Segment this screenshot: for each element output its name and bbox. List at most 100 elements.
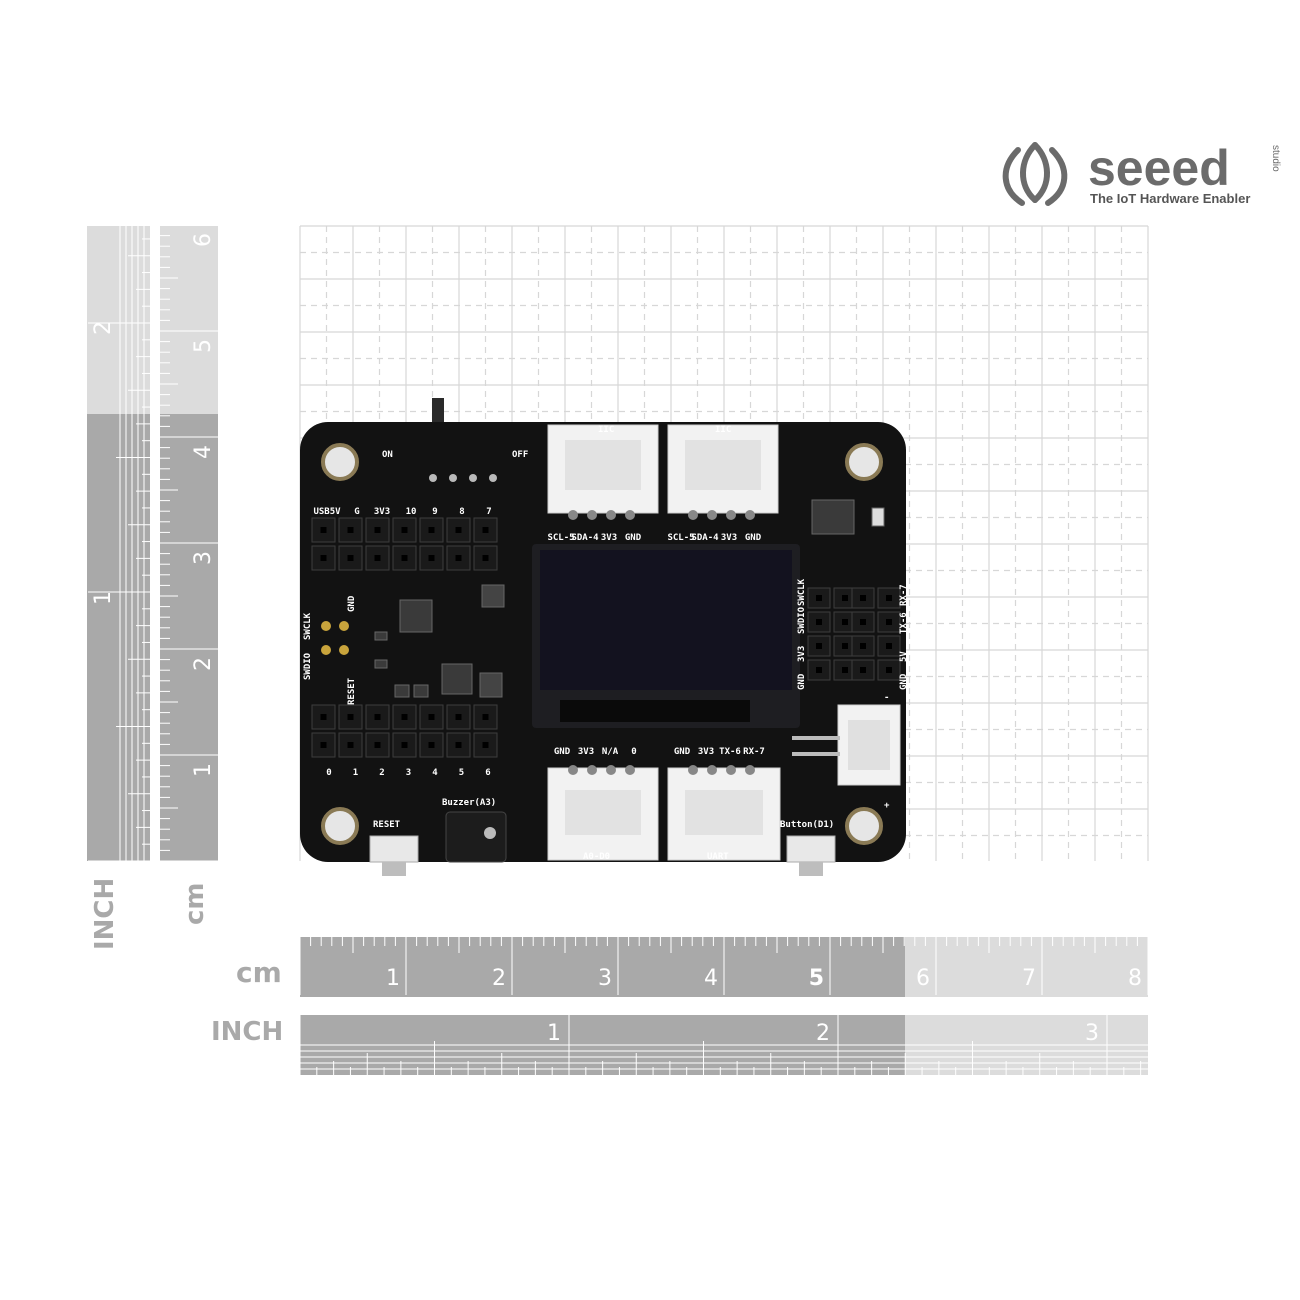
- bottom-header-label: 0: [326, 768, 331, 778]
- iic-pin-label: SCL-5: [547, 533, 574, 543]
- a0-label: A0-D0: [583, 852, 610, 862]
- socket-hole: [347, 555, 354, 561]
- user-button-label: Button(D1): [780, 820, 834, 830]
- iic-pin-label: GND: [745, 533, 762, 543]
- smd-components: [374, 499, 885, 698]
- iic-pin-label: SDA-4: [691, 533, 719, 543]
- socket-hole: [886, 619, 892, 625]
- right-header2-label: GND: [899, 673, 909, 690]
- iic-right-label: IIC: [715, 425, 731, 435]
- socket-hole: [455, 527, 462, 533]
- socket-hole: [374, 742, 381, 748]
- socket-hole: [816, 643, 822, 649]
- cm-number: 7: [1022, 966, 1036, 991]
- logo-brand: seeed: [1088, 140, 1230, 196]
- bottom-pin-header[interactable]: [311, 704, 498, 758]
- socket-hole: [482, 714, 489, 720]
- socket-hole: [455, 742, 462, 748]
- vcm-number: 6: [191, 233, 216, 247]
- socket-hole: [816, 595, 822, 601]
- cm-number: 8: [1128, 966, 1142, 991]
- socket-hole: [347, 742, 354, 748]
- buzzer: [445, 811, 507, 863]
- bottom-header-label: 4: [432, 768, 438, 778]
- vcm-number: 5: [191, 339, 216, 353]
- inch-number: 2: [816, 1021, 830, 1046]
- grove-a0-connector[interactable]: [547, 765, 659, 861]
- inch-number: 3: [1085, 1021, 1099, 1046]
- right-header2-label: TX-6: [899, 612, 909, 634]
- right-header-label: GND: [797, 673, 807, 690]
- reset-button[interactable]: [369, 835, 419, 876]
- vertical-inch-units: INCH: [90, 878, 120, 950]
- socket-hole: [428, 555, 435, 561]
- iic-pin-label: 3V3: [721, 533, 737, 543]
- swclk-label: SWCLK: [303, 612, 313, 640]
- top-header-label: 3V3: [374, 507, 390, 517]
- socket-hole: [347, 714, 354, 720]
- gnd-pad-label: GND: [347, 595, 357, 612]
- vinch-number-1: 1: [91, 591, 116, 605]
- battery-minus-label: -: [884, 693, 889, 703]
- horizontal-cm-units: cm: [236, 956, 282, 989]
- right-header2-label: 5V: [899, 651, 909, 662]
- top-pin-header[interactable]: [311, 517, 498, 571]
- right-pin-header[interactable]: [807, 587, 901, 681]
- swdio-label: SWDIO: [303, 652, 313, 680]
- iic-pin-label: GND: [625, 533, 642, 543]
- socket-hole: [455, 714, 462, 720]
- grove-iic-right-connector[interactable]: [667, 424, 779, 520]
- socket-hole: [482, 527, 489, 533]
- grove-iic-left-connector[interactable]: [547, 424, 659, 520]
- cm-number: 4: [704, 966, 718, 991]
- socket-hole: [860, 643, 866, 649]
- socket-hole: [860, 667, 866, 673]
- vcm-number: 3: [191, 551, 216, 565]
- socket-hole: [401, 555, 408, 561]
- iic-left-label: IIC: [598, 425, 614, 435]
- socket-hole: [374, 555, 381, 561]
- socket-hole: [401, 714, 408, 720]
- socket-hole: [886, 595, 892, 601]
- uart-label: UART: [707, 852, 729, 862]
- battery-connector[interactable]: [792, 704, 901, 786]
- grove-uart-connector[interactable]: [667, 765, 781, 861]
- right-header-label: SWCLK: [797, 578, 807, 606]
- socket-hole: [860, 619, 866, 625]
- vcm-number: 4: [191, 445, 216, 459]
- uart-pin-label: GND: [674, 747, 691, 757]
- seeed-logo: seeed studio The IoT Hardware Enabler: [1002, 140, 1281, 206]
- uart-pin-label: TX-6: [719, 747, 741, 757]
- user-button[interactable]: [786, 835, 836, 876]
- a0-pin-label: N/A: [602, 747, 619, 757]
- socket-hole: [374, 714, 381, 720]
- bottom-header-label: 1: [353, 768, 358, 778]
- uart-pin-label: 3V3: [698, 747, 714, 757]
- socket-hole: [320, 555, 327, 561]
- socket-hole: [842, 619, 848, 625]
- reset-pad-label: RESET: [347, 677, 357, 705]
- cm-number: 3: [598, 966, 612, 991]
- mounting-hole: [321, 443, 883, 845]
- reset-button-label: RESET: [373, 820, 401, 830]
- logo-small: studio: [1270, 145, 1281, 172]
- socket-hole: [455, 555, 462, 561]
- vinch-number-2: 2: [91, 321, 116, 335]
- vertical-cm-units: cm: [180, 882, 210, 925]
- socket-hole: [428, 742, 435, 748]
- cm-number: 2: [492, 966, 506, 991]
- cm-number: 5: [809, 966, 824, 991]
- top-header-label: 10: [406, 507, 417, 517]
- socket-hole: [482, 742, 489, 748]
- oled-display: [532, 544, 800, 728]
- socket-hole: [842, 643, 848, 649]
- socket-hole: [816, 667, 822, 673]
- vcm-number: 1: [191, 763, 216, 777]
- socket-hole: [886, 667, 892, 673]
- a0-pin-label: GND: [554, 747, 571, 757]
